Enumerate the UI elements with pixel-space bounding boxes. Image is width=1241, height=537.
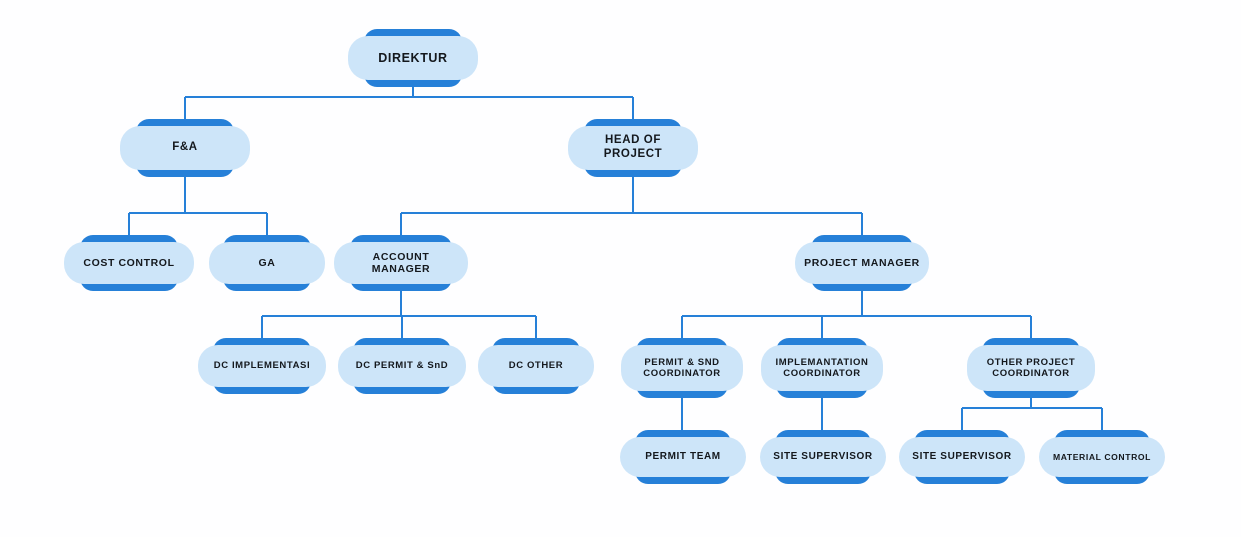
node-body: DC PERMIT & SnD (338, 345, 466, 387)
node-body: COST CONTROL (64, 242, 194, 284)
node-body: PERMIT TEAM (620, 437, 746, 477)
node-body: F&A (120, 126, 250, 170)
org-node-cost_control[interactable]: COST CONTROL (64, 235, 194, 291)
node-body: GA (209, 242, 325, 284)
node-label: HEAD OF PROJECT (603, 134, 663, 160)
node-label: DC OTHER (508, 360, 564, 372)
node-body: DC IMPLEMENTASI (198, 345, 326, 387)
node-label: PERMIT & SND COORDINATOR (643, 356, 721, 379)
org-node-permit_team[interactable]: PERMIT TEAM (620, 430, 746, 484)
node-label: PERMIT TEAM (645, 451, 721, 463)
node-body: IMPLEMANTATION COORDINATOR (761, 345, 883, 391)
node-body: SITE SUPERVISOR (760, 437, 886, 477)
node-body: DC OTHER (478, 345, 594, 387)
node-label: ACCOUNT MANAGER (371, 250, 431, 275)
node-label: DIREKTUR (378, 50, 448, 65)
node-label: MATERIAL CONTROL (1052, 451, 1152, 462)
org-node-material_control[interactable]: MATERIAL CONTROL (1039, 430, 1165, 484)
node-label: PROJECT MANAGER (804, 256, 920, 269)
node-body: OTHER PROJECT COORDINATOR (967, 345, 1095, 391)
org-node-account_manager[interactable]: ACCOUNT MANAGER (334, 235, 468, 291)
node-label: DC PERMIT & SnD (355, 360, 449, 372)
node-body: SITE SUPERVISOR (899, 437, 1025, 477)
org-node-direktur[interactable]: DIREKTUR (348, 29, 478, 87)
org-node-site_sup_2[interactable]: SITE SUPERVISOR (899, 430, 1025, 484)
node-label: DC IMPLEMENTASI (213, 360, 311, 372)
node-body: MATERIAL CONTROL (1039, 437, 1165, 477)
org-node-impl_coord[interactable]: IMPLEMANTATION COORDINATOR (761, 338, 883, 398)
node-label: SITE SUPERVISOR (773, 451, 873, 463)
org-node-dc_other[interactable]: DC OTHER (478, 338, 594, 394)
org-node-head_project[interactable]: HEAD OF PROJECT (568, 119, 698, 177)
org-node-dc_permit_snd[interactable]: DC PERMIT & SnD (338, 338, 466, 394)
org-node-fa[interactable]: F&A (120, 119, 250, 177)
node-body: DIREKTUR (348, 36, 478, 80)
node-label: F&A (172, 141, 198, 154)
org-node-dc_implementasi[interactable]: DC IMPLEMENTASI (198, 338, 326, 394)
node-body: ACCOUNT MANAGER (334, 242, 468, 284)
org-node-other_coord[interactable]: OTHER PROJECT COORDINATOR (967, 338, 1095, 398)
org-node-ga[interactable]: GA (209, 235, 325, 291)
node-label: IMPLEMANTATION COORDINATOR (775, 356, 869, 379)
org-node-project_manager[interactable]: PROJECT MANAGER (795, 235, 929, 291)
node-label: OTHER PROJECT COORDINATOR (986, 356, 1076, 379)
node-body: HEAD OF PROJECT (568, 126, 698, 170)
node-body: PERMIT & SND COORDINATOR (621, 345, 743, 391)
org-node-permit_coord[interactable]: PERMIT & SND COORDINATOR (621, 338, 743, 398)
node-label: SITE SUPERVISOR (912, 451, 1012, 463)
node-label: COST CONTROL (83, 256, 175, 269)
node-label: GA (258, 256, 276, 269)
org-node-site_sup_1[interactable]: SITE SUPERVISOR (760, 430, 886, 484)
node-body: PROJECT MANAGER (795, 242, 929, 284)
